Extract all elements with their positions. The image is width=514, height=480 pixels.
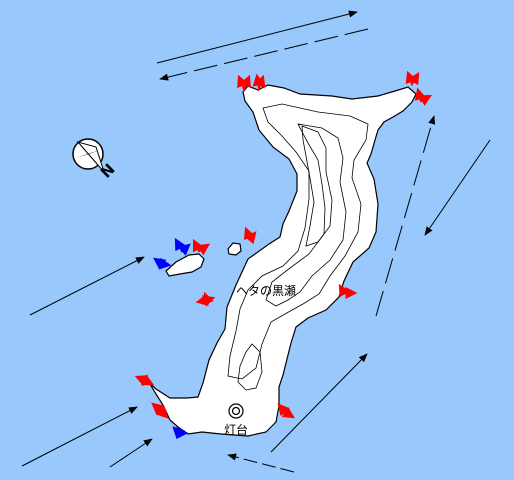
contour-line: [265, 123, 347, 307]
fishing-spot-marker-red[interactable]: [252, 73, 266, 92]
tiny-islet: [227, 242, 242, 256]
main-island: [143, 84, 417, 437]
fishing-spot-marker-red[interactable]: [195, 291, 216, 307]
fishing-spot-marker-red[interactable]: [151, 402, 169, 419]
place-name-label: ヘタの黒瀬: [236, 284, 296, 298]
contour-line: [301, 125, 333, 247]
lighthouse-icon: [228, 403, 244, 419]
fishing-spot-marker-red[interactable]: [405, 70, 420, 87]
fishing-spot-marker-red[interactable]: [338, 283, 358, 299]
contour-line: [227, 103, 369, 380]
fishing-spot-marker-red[interactable]: [134, 374, 155, 387]
fishing-spot-marker-red[interactable]: [243, 226, 257, 245]
current-arrow-dashed: [227, 453, 295, 473]
fishing-spot-marker-red[interactable]: [237, 74, 251, 92]
current-arrow: [270, 353, 368, 453]
current-arrow: [156, 10, 358, 64]
contour-line: [237, 343, 263, 391]
fishing-spot-marker-red[interactable]: [277, 403, 296, 419]
fishing-spot-marker-blue[interactable]: [172, 426, 189, 440]
fishing-spot-marker-red[interactable]: [192, 238, 210, 256]
fishing-spot-marker-blue[interactable]: [174, 237, 191, 256]
current-arrow: [21, 406, 138, 467]
fishing-spot-marker-red[interactable]: [414, 87, 433, 106]
current-arrow-dashed: [159, 28, 369, 81]
current-arrow: [424, 139, 491, 236]
fishing-spot-marker-blue[interactable]: [153, 257, 172, 270]
current-arrow: [29, 256, 145, 316]
west-islet: [165, 253, 205, 277]
current-arrow-dashed: [375, 115, 436, 317]
lighthouse-label: 灯台: [224, 422, 248, 437]
current-arrow: [109, 438, 153, 468]
